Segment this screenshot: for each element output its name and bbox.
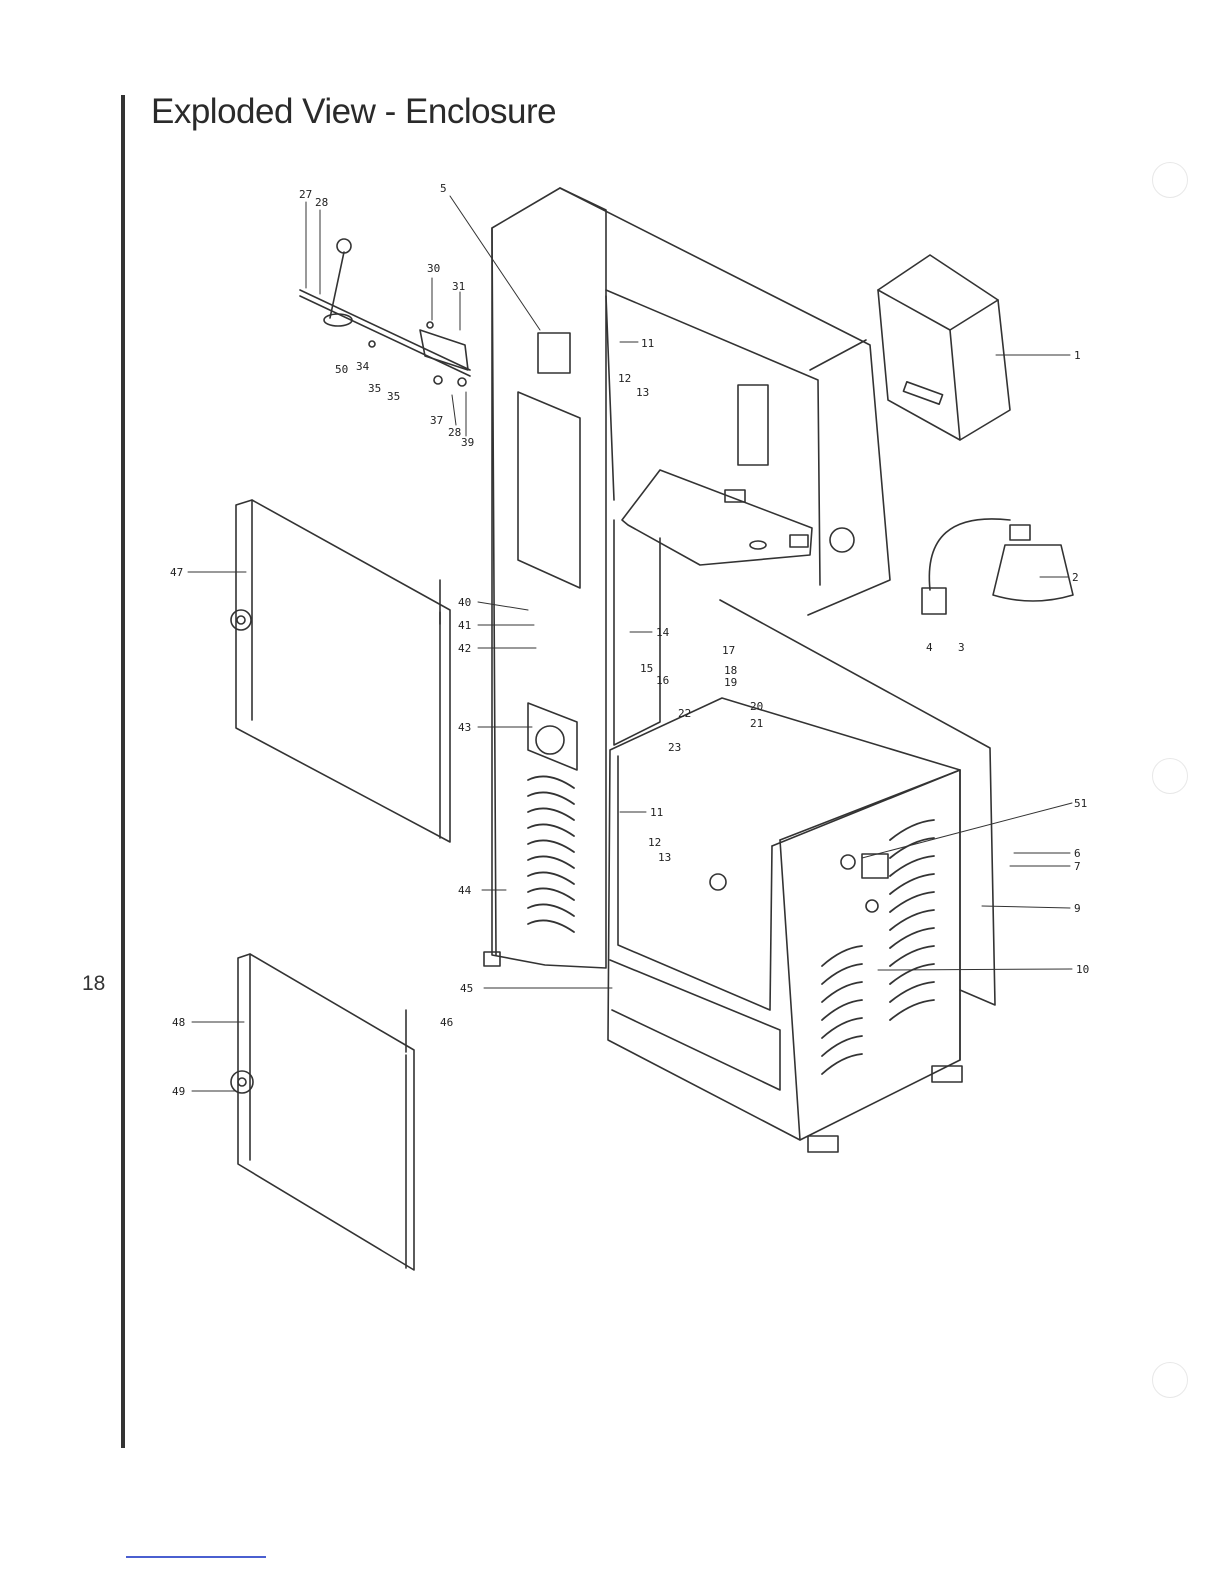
callout: 20	[750, 700, 763, 713]
callout: 44	[458, 884, 472, 897]
callout: 41	[458, 619, 471, 632]
callout: 12	[648, 836, 661, 849]
callout: 17	[722, 644, 735, 657]
callout: 45	[460, 982, 473, 995]
callout: 31	[452, 280, 465, 293]
callout: 28	[315, 196, 328, 209]
callout: 51	[1074, 797, 1087, 810]
callout: 39	[461, 436, 474, 449]
callout: 49	[172, 1085, 185, 1098]
callout: 4	[926, 641, 933, 654]
callout: 16	[656, 674, 669, 687]
callout: 15	[640, 662, 653, 675]
callout: 11	[650, 806, 663, 819]
callout: 6	[1074, 847, 1081, 860]
callout: 12	[618, 372, 631, 385]
callout: 30	[427, 262, 440, 275]
callout: 5	[440, 182, 447, 195]
callout: 10	[1076, 963, 1089, 976]
shift-lever-assembly	[300, 239, 470, 386]
callout: 21	[750, 717, 763, 730]
callout: 22	[678, 707, 691, 720]
callout: 23	[668, 741, 681, 754]
callout: 35	[387, 390, 400, 403]
upper-door	[231, 500, 450, 842]
callout: 34	[356, 360, 370, 373]
callout: 43	[458, 721, 471, 734]
callout: 14	[656, 626, 670, 639]
callout: 27	[299, 188, 312, 201]
callout: 1	[1074, 349, 1081, 362]
callout: 28	[448, 426, 461, 439]
work-lamp	[922, 519, 1073, 614]
callout: 13	[658, 851, 671, 864]
callout: 9	[1074, 902, 1081, 915]
callout: 13	[636, 386, 649, 399]
callout: 11	[641, 337, 654, 350]
callout: 50	[335, 363, 348, 376]
callout: 19	[724, 676, 737, 689]
callout: 46	[440, 1016, 453, 1029]
lower-door	[231, 954, 414, 1270]
upper-wheel-housing	[560, 188, 890, 615]
callout: 35	[368, 382, 381, 395]
callout: 42	[458, 642, 471, 655]
callout: 48	[172, 1016, 185, 1029]
callout: 47	[170, 566, 183, 579]
motor-cover	[878, 255, 1010, 440]
callout: 40	[458, 596, 471, 609]
callout: 3	[958, 641, 965, 654]
enclosure-column	[484, 188, 606, 968]
callout: 7	[1074, 860, 1081, 873]
callout: 37	[430, 414, 443, 427]
callout: 2	[1072, 571, 1079, 584]
